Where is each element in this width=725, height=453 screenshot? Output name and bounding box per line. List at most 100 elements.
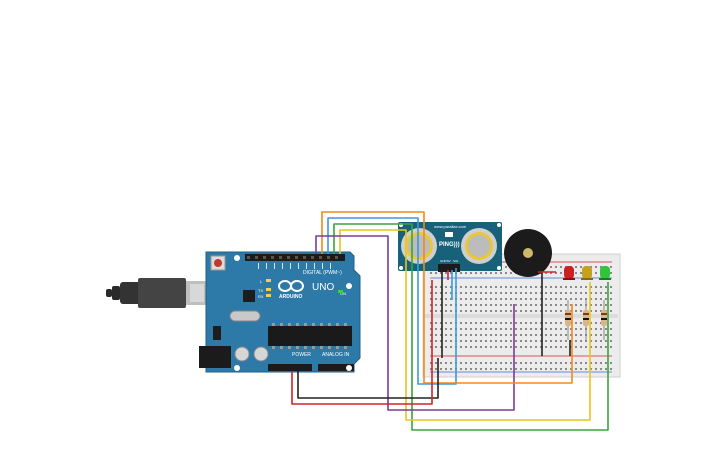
breadboard-hole — [565, 334, 567, 336]
breadboard-hole — [475, 322, 477, 324]
wire-orange-top[interactable] — [321, 211, 425, 254]
led-green[interactable] — [599, 266, 611, 280]
breadboard-hole — [475, 334, 477, 336]
breadboard-hole — [510, 334, 512, 336]
breadboard-hole — [530, 340, 532, 342]
breadboard-hole — [610, 346, 612, 348]
breadboard-hole — [605, 340, 607, 342]
breadboard-hole — [430, 298, 432, 300]
wire-black-gnd[interactable] — [297, 358, 439, 399]
arduino-uno-board[interactable]: DIGITAL (PWM~) ARDUINO UNO ON L TX RX — [199, 251, 361, 373]
breadboard-hole — [510, 304, 512, 306]
wire-green-top[interactable] — [333, 223, 609, 431]
breadboard-hole — [450, 286, 452, 288]
breadboard-hole — [535, 292, 537, 294]
breadboard-hole — [580, 266, 582, 268]
breadboard-hole — [575, 310, 577, 312]
breadboard-hole — [605, 362, 607, 364]
breadboard-hole — [475, 286, 477, 288]
wire-yellow-top[interactable] — [339, 229, 591, 421]
breadboard-hole — [460, 334, 462, 336]
breadboard-hole — [485, 286, 487, 288]
led-red[interactable] — [563, 266, 575, 280]
breadboard-hole — [490, 328, 492, 330]
power-jack[interactable] — [199, 346, 231, 368]
breadboard-hole — [510, 292, 512, 294]
breadboard-hole — [525, 304, 527, 306]
breadboard-hole — [515, 298, 517, 300]
breadboard-hole — [565, 340, 567, 342]
breadboard-hole — [600, 328, 602, 330]
breadboard-hole — [485, 328, 487, 330]
breadboard-hole — [600, 346, 602, 348]
breadboard-hole — [535, 346, 537, 348]
breadboard-hole — [505, 272, 507, 274]
breadboard-hole — [485, 292, 487, 294]
breadboard-hole — [575, 340, 577, 342]
breadboard-hole — [580, 340, 582, 342]
breadboard-hole — [540, 310, 542, 312]
breadboard-hole — [480, 304, 482, 306]
breadboard-hole — [505, 346, 507, 348]
breadboard-hole — [460, 298, 462, 300]
breadboard-hole — [495, 304, 497, 306]
breadboard-hole — [465, 304, 467, 306]
breadboard-hole — [555, 328, 557, 330]
ultrasonic-sensor[interactable]: www.parallax.com PING))) GND 5V SIG — [398, 222, 502, 272]
breadboard-hole — [550, 340, 552, 342]
breadboard-hole — [435, 292, 437, 294]
breadboard-hole — [505, 266, 507, 268]
breadboard-hole — [460, 272, 462, 274]
wire-orange-loop[interactable] — [423, 230, 573, 384]
breadboard-hole — [435, 272, 437, 274]
breadboard-hole — [535, 310, 537, 312]
breadboard-hole — [590, 310, 592, 312]
wire-red-5v[interactable] — [291, 280, 433, 405]
breadboard-hole — [500, 340, 502, 342]
breadboard-hole — [510, 340, 512, 342]
breadboard-hole — [450, 340, 452, 342]
breadboard-hole — [610, 334, 612, 336]
breadboard-hole — [430, 328, 432, 330]
breadboard-hole — [610, 272, 612, 274]
breadboard-hole — [480, 346, 482, 348]
breadboard-hole — [530, 304, 532, 306]
breadboard-hole — [600, 292, 602, 294]
breadboard-hole — [585, 286, 587, 288]
breadboard-hole — [480, 340, 482, 342]
wire-purple-top[interactable] — [315, 235, 515, 411]
breadboard-hole — [435, 328, 437, 330]
wire-blue-top[interactable] — [327, 217, 457, 385]
breadboard-hole — [430, 346, 432, 348]
breadboard-hole — [510, 362, 512, 364]
breadboard-hole — [610, 304, 612, 306]
breadboard-hole — [580, 304, 582, 306]
breadboard-hole — [430, 286, 432, 288]
led-yellow[interactable] — [581, 266, 593, 280]
breadboard-hole — [530, 368, 532, 370]
piezo-buzzer-icon[interactable] — [504, 229, 552, 277]
breadboard-hole — [575, 368, 577, 370]
breadboard-hole — [475, 346, 477, 348]
breadboard-hole — [590, 334, 592, 336]
breadboard-hole — [525, 362, 527, 364]
breadboard-hole — [600, 286, 602, 288]
breadboard-hole — [515, 328, 517, 330]
breadboard-hole — [465, 340, 467, 342]
breadboard-hole — [585, 368, 587, 370]
resistor-3[interactable] — [601, 300, 607, 340]
breadboard-hole — [460, 304, 462, 306]
resistor-2[interactable] — [583, 300, 589, 340]
resistor-1[interactable] — [565, 300, 571, 340]
breadboard-hole — [610, 362, 612, 364]
breadboard-hole — [505, 328, 507, 330]
breadboard-hole — [470, 304, 472, 306]
breadboard-hole — [445, 362, 447, 364]
breadboard-hole — [520, 340, 522, 342]
breadboard-hole — [535, 362, 537, 364]
breadboard-hole — [545, 362, 547, 364]
breadboard-hole — [595, 368, 597, 370]
breadboard-hole — [575, 272, 577, 274]
breadboard-hole — [445, 334, 447, 336]
